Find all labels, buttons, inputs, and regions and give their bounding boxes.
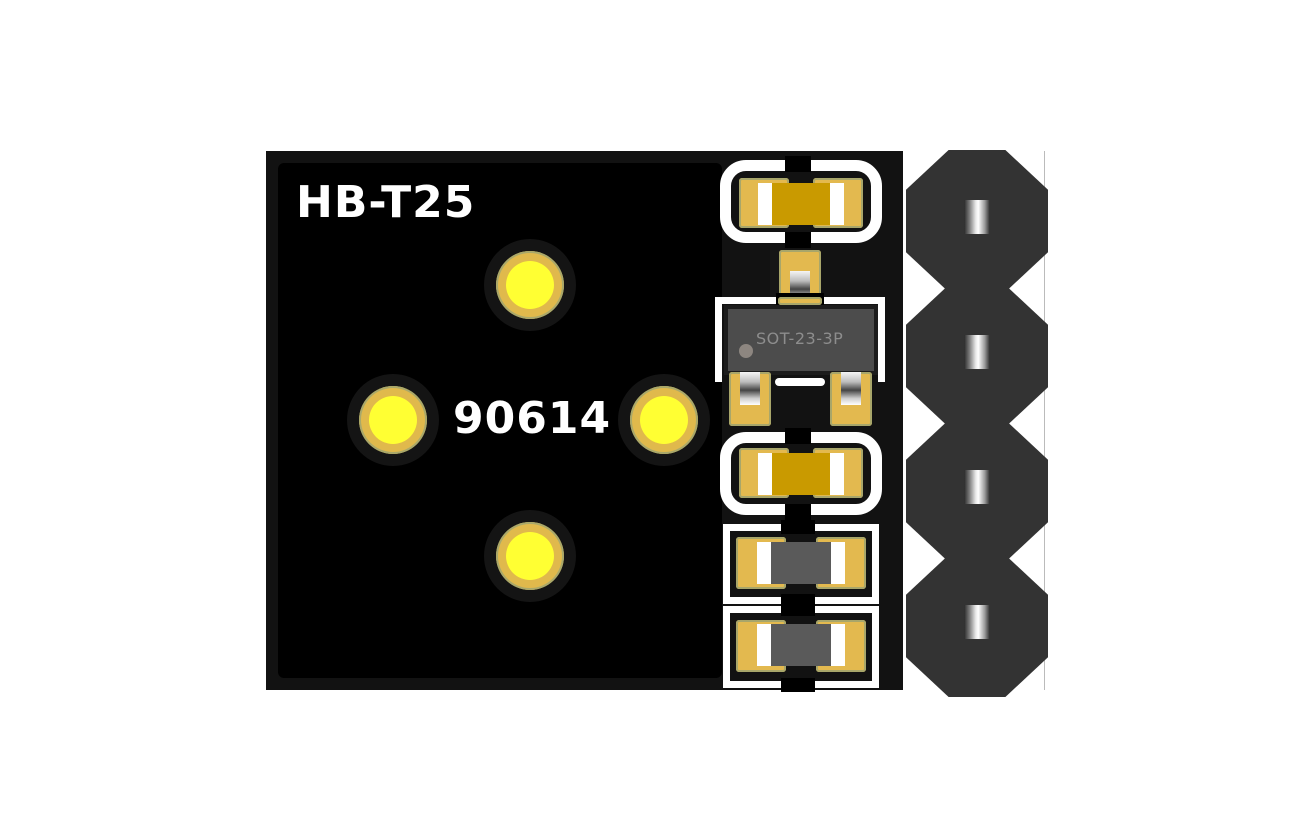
- res-2-body: [771, 624, 831, 666]
- silk-gap: [785, 504, 811, 520]
- header-pin-4: [906, 555, 1048, 697]
- header-post-2: [964, 335, 990, 369]
- ic-body: SOT-23-3P: [724, 305, 878, 375]
- cap-bottom-terminal: [758, 453, 774, 495]
- header-post-1: [964, 200, 990, 234]
- header-pin-1: [906, 150, 1048, 292]
- silk-gap: [785, 428, 811, 444]
- silkscreen-serial: 90614: [453, 393, 612, 444]
- through-hole-pad-left: [347, 374, 439, 466]
- res-2-terminal: [829, 624, 845, 666]
- silk-gap: [785, 156, 811, 172]
- ic-package-label: SOT-23-3P: [756, 329, 844, 348]
- silk-gap: [781, 520, 815, 534]
- cap-bottom-terminal: [828, 453, 844, 495]
- pin1-marker: [739, 344, 753, 358]
- ic-lead-2: [841, 372, 861, 405]
- header-post-4: [964, 605, 990, 639]
- silk-gap: [781, 602, 815, 616]
- res-1-body: [771, 542, 831, 584]
- through-hole-pad-top: [484, 239, 576, 331]
- header-pin-2: [906, 285, 1048, 427]
- ic-lead-1: [740, 372, 760, 405]
- res-1-terminal: [829, 542, 845, 584]
- ic-silkscreen-bottom: [775, 378, 825, 386]
- cap-bottom-body: [772, 453, 830, 495]
- silk-gap: [785, 232, 811, 248]
- res-1-terminal: [757, 542, 773, 584]
- cap-top-terminal: [758, 183, 774, 225]
- header-post-3: [964, 470, 990, 504]
- silk-gap: [781, 678, 815, 692]
- res-2-terminal: [757, 624, 773, 666]
- through-hole-pad-bottom: [484, 510, 576, 602]
- header-pin-3: [906, 420, 1048, 562]
- cap-top-terminal: [828, 183, 844, 225]
- silkscreen-title: HB-T25: [296, 177, 476, 228]
- through-hole-pad-right: [618, 374, 710, 466]
- cap-top-body: [772, 183, 830, 225]
- ic-pad-3-ext: [778, 297, 822, 305]
